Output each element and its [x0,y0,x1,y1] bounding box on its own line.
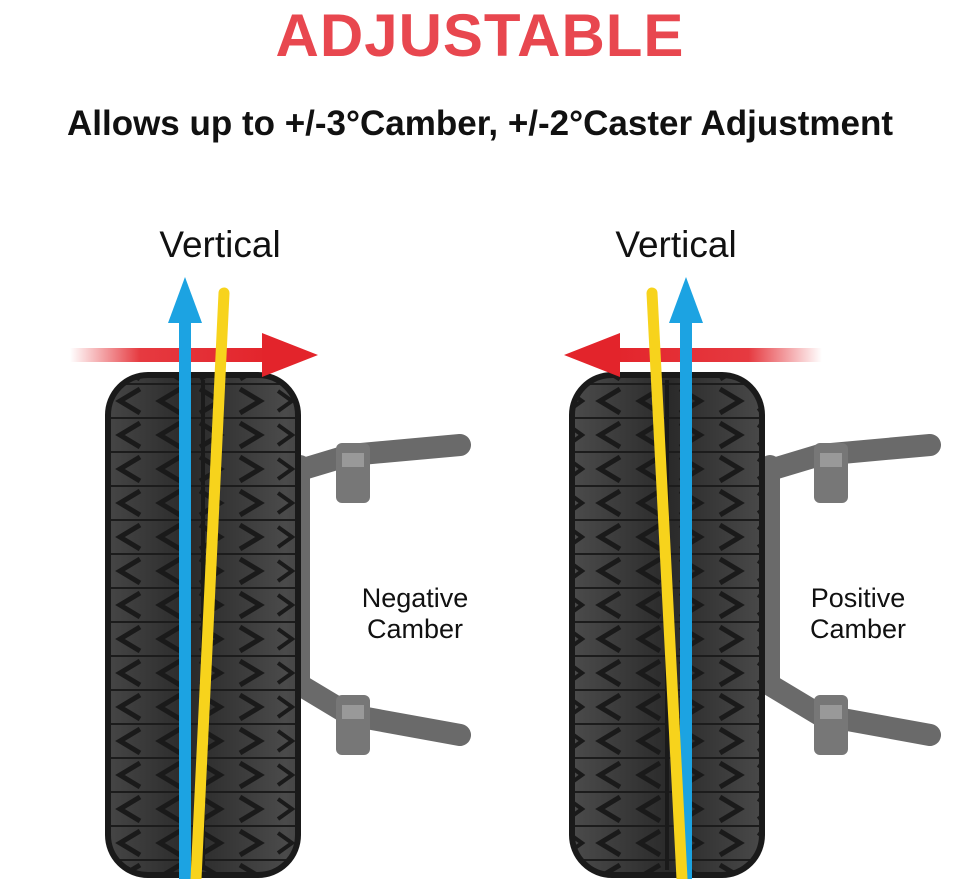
arrow-horizontal-icon [70,333,318,377]
arrow-up-icon [669,277,703,879]
negative-camber-panel: Vertical Negative Camber [0,215,480,879]
positive-camber-diagram [564,277,941,879]
camber-label-line2: Camber [809,614,907,644]
page-subtitle: Allows up to +/-3°Camber, +/-2°Caster Ad… [66,104,894,143]
camber-line [646,287,688,879]
camber-label-line2: Camber [366,614,464,644]
arrow-up-icon [168,277,202,879]
page-title: ADJUSTABLE [275,2,685,69]
camber-line [190,287,230,879]
camber-label: Negative Camber [330,583,500,645]
vertical-label: Vertical [159,224,281,265]
arrow-horizontal-icon [564,333,822,377]
vertical-label: Vertical [615,224,737,265]
camber-label-line1: Positive [810,583,906,613]
control-arm-icon [759,434,941,755]
camber-label: Positive Camber [773,583,943,645]
positive-camber-panel: Vertical Positive Camber [480,215,960,879]
negative-camber-diagram [70,277,471,879]
camber-label-line1: Negative [361,583,469,613]
